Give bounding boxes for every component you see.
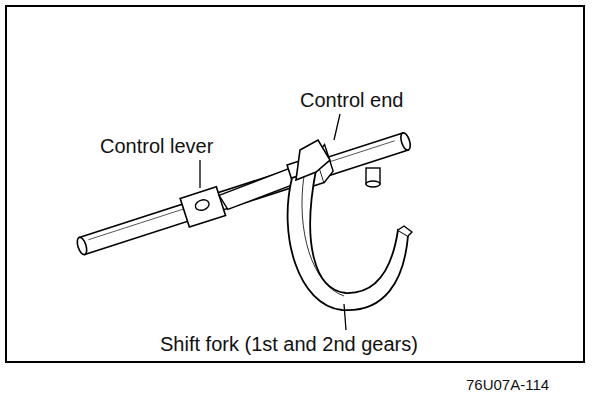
frame-border [6, 6, 584, 362]
part-label: Shift fork (1st and 2nd gears) [160, 334, 418, 354]
leader-line [199, 160, 200, 188]
leader-line [344, 304, 346, 330]
part-label: Control lever [100, 136, 213, 156]
leader-line [334, 114, 340, 140]
shift-rod [71, 119, 414, 261]
shift-fork [288, 140, 412, 310]
pin [366, 168, 380, 187]
figure-code: 76U07A-114 [466, 377, 549, 392]
part-label: Control end [300, 90, 403, 110]
